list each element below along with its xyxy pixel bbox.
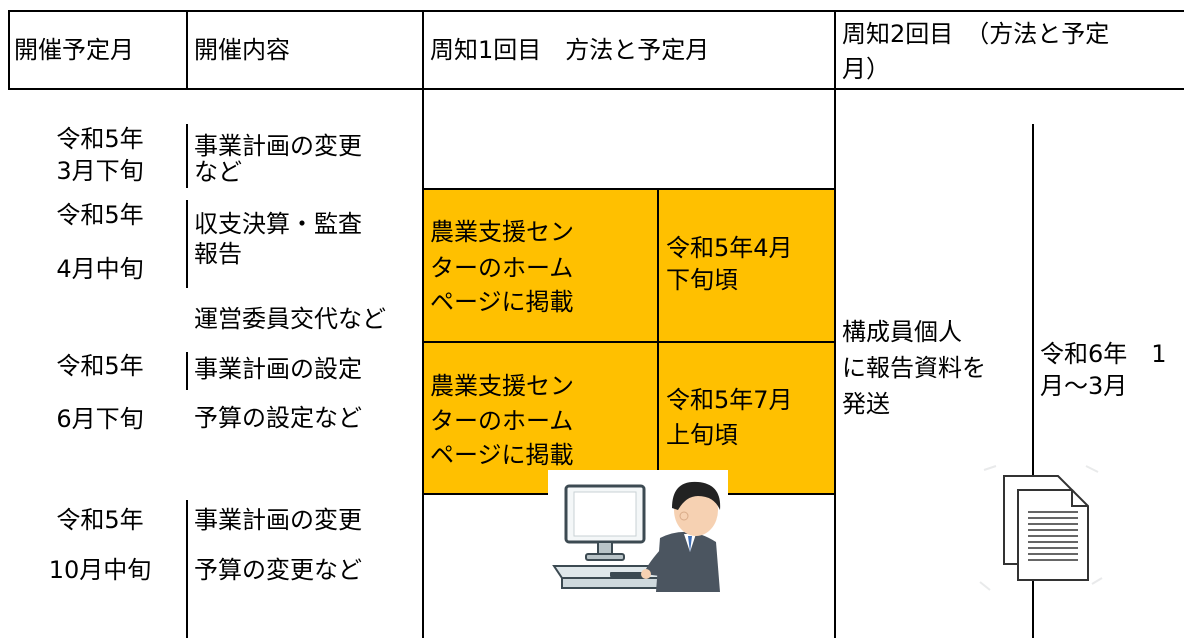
document-stack-icon (979, 465, 1103, 591)
header-schedule-month: 開催予定月 (14, 36, 134, 64)
col1-divider-row4 (186, 500, 188, 638)
row2-col3-border (422, 341, 835, 343)
row1-col3-border (422, 188, 835, 190)
row2-date-line2: 下旬頃 (666, 266, 738, 294)
row3-month-year: 令和5年 (56, 352, 144, 380)
second-notice-method-line2: に報告資料を (842, 354, 986, 382)
table-top-border (8, 10, 1184, 12)
row3-date-line1: 令和5年7月 (666, 386, 793, 414)
row2-method-line3: ページに掲載 (430, 288, 574, 316)
row2-content-line1: 収支決算・監査 (194, 210, 362, 238)
row2-method-cell (424, 190, 658, 342)
row4-content-line2: 予算の変更など (194, 556, 362, 584)
col4-inner-divider (1032, 124, 1034, 638)
row2-month-period: 4月中旬 (56, 255, 144, 283)
row1-month-period: 3月下旬 (56, 157, 144, 185)
col1-divider-row2 (186, 200, 188, 288)
row3-date-line2: 上旬頃 (666, 421, 738, 449)
header-second-notice-line2: 月） (842, 55, 890, 83)
row2-content-line3: 運営委員交代など (194, 305, 386, 333)
row4-content-line1: 事業計画の変更 (194, 506, 362, 534)
row3-content-line2: 予算の設定など (194, 404, 362, 432)
col1-divider-row1 (186, 124, 188, 188)
row1-content-line1: 事業計画の変更 (194, 132, 362, 160)
row2-date-cell (658, 190, 834, 342)
computer-user-illustration (548, 470, 728, 592)
row3-method-cell (424, 342, 658, 494)
row2-month-year: 令和5年 (56, 201, 144, 229)
header-content: 開催内容 (194, 36, 290, 64)
row3-method-line2: ターのホーム (430, 407, 574, 435)
header-second-notice-line1: 周知2回目 （方法と予定 (842, 20, 1110, 48)
col1-divider-header (186, 10, 188, 90)
header-first-notice: 周知1回目 方法と予定月 (430, 36, 710, 64)
header-bottom-border (8, 88, 1184, 90)
col1-divider-row3 (186, 352, 188, 390)
row3-date-cell (658, 342, 834, 494)
row3-method-line1: 農業支援セン (430, 372, 574, 400)
second-notice-method-line1: 構成員個人 (842, 318, 962, 346)
col3-divider (834, 10, 836, 638)
second-notice-date-line1: 令和6年 1 (1040, 340, 1167, 368)
row3-content-line1: 事業計画の設定 (194, 355, 362, 383)
col2-divider (422, 10, 424, 638)
row3-method-line3: ページに掲載 (430, 441, 574, 469)
second-notice-date-line2: 月～3月 (1040, 372, 1128, 400)
row1-content-line2: など (194, 158, 242, 186)
row1-month-year: 令和5年 (56, 125, 144, 153)
row4-month-period: 10月中旬 (48, 556, 152, 584)
row2-content-line2: 報告 (194, 240, 242, 268)
row3-month-period: 6月下旬 (56, 405, 144, 433)
row2-method-line2: ターのホーム (430, 254, 574, 282)
row2-date-line1: 令和5年4月 (666, 234, 793, 262)
table-left-border (8, 10, 10, 90)
row4-month-year: 令和5年 (56, 506, 144, 534)
second-notice-method-line3: 発送 (842, 390, 890, 418)
row2-method-line1: 農業支援セン (430, 218, 574, 246)
